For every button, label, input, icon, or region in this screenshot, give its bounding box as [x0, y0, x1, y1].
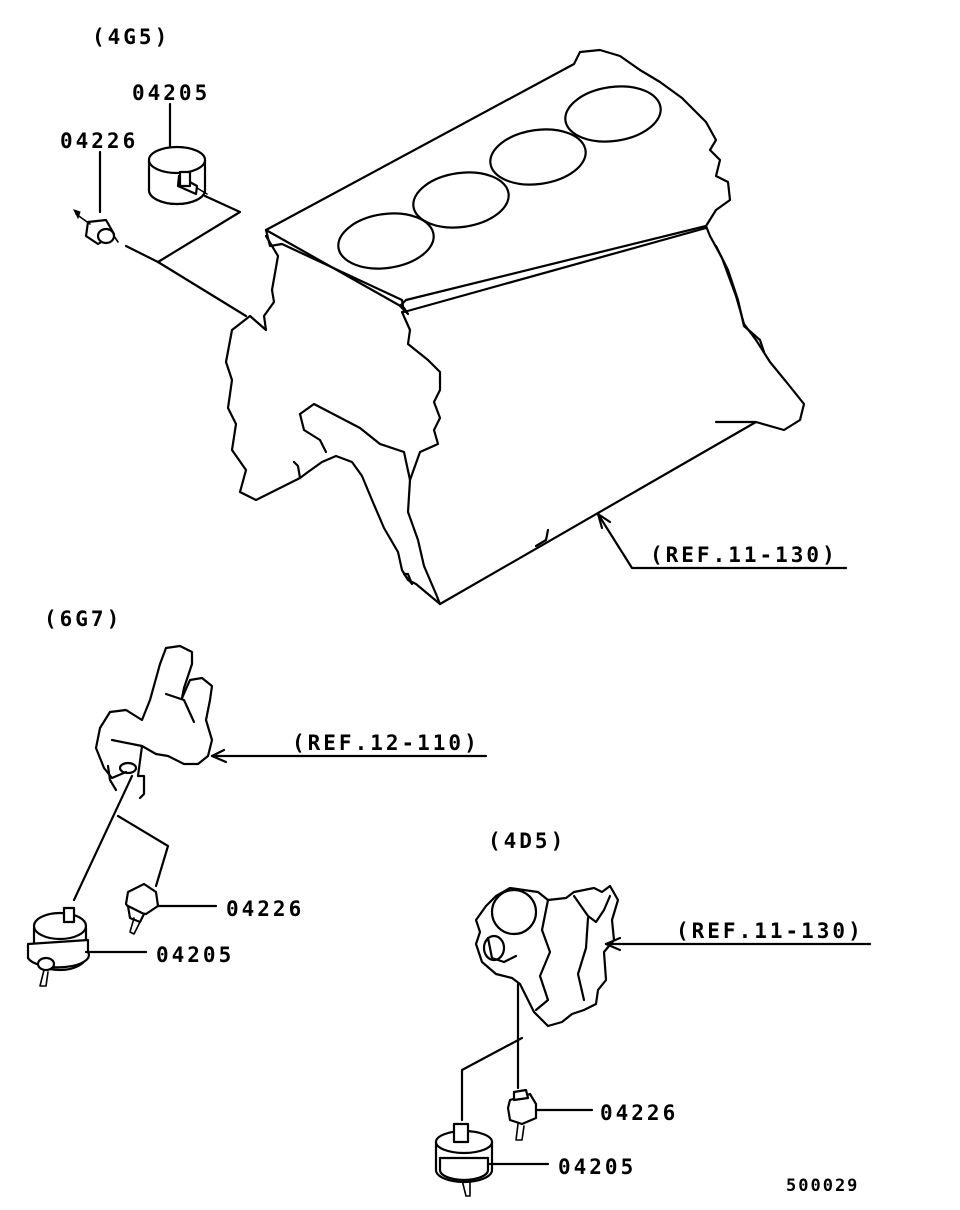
ref-label-6g7: (REF.12-110) [292, 731, 480, 755]
label-04226-4d5: 04226 [600, 1101, 678, 1125]
oil-pressure-switch-4d5-icon[interactable] [506, 1088, 538, 1141]
label-04205-6g7: 04205 [156, 943, 234, 967]
ref-label-4d5: (REF.11-130) [676, 919, 864, 943]
group-title-4g5: (4G5) [92, 25, 170, 49]
label-04205-4g5: 04205 [132, 81, 210, 105]
oil-pressure-switch-6g7-icon[interactable] [124, 882, 160, 935]
group-6g7: (6G7) (REF.12-110) 04226 [26, 607, 488, 987]
group-4d5: (4D5) (REF.11-130) 04226 [434, 829, 872, 1197]
group-title-4d5: (4D5) [488, 829, 566, 853]
label-04226-4g5: 04226 [60, 129, 138, 153]
cylinder-block-icon [224, 48, 848, 606]
group-title-6g7: (6G7) [44, 607, 122, 631]
label-04205-4d5: 04205 [558, 1155, 636, 1179]
figure-code: 500029 [786, 1176, 859, 1196]
ref-label-4g5: (REF.11-130) [650, 543, 838, 567]
oil-pressure-gauge-unit-icon[interactable] [147, 145, 208, 206]
oil-pressure-switch-icon[interactable] [73, 209, 119, 246]
oil-filter-head-icon [474, 884, 872, 1028]
oil-pressure-gauge-unit-6g7-icon[interactable] [26, 906, 90, 987]
oil-filter-bracket-icon [94, 644, 488, 800]
label-04226-6g7: 04226 [226, 897, 304, 921]
oil-pressure-gauge-unit-4d5-icon[interactable] [434, 1122, 494, 1197]
group-4g5: (4G5) 04205 04226 [60, 25, 848, 606]
